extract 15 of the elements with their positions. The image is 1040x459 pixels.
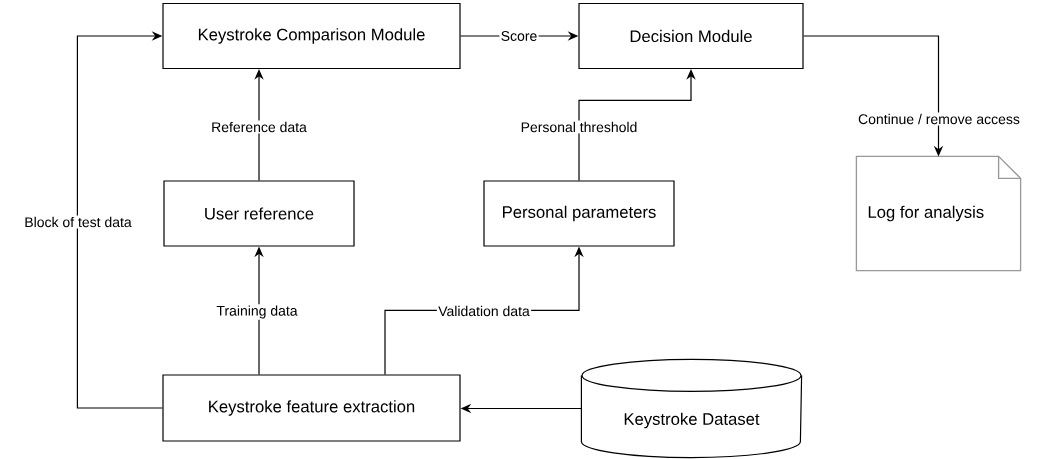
process-box: Keystroke feature extraction <box>162 374 461 442</box>
edge-label: Validation data <box>436 304 532 318</box>
edge-label: Personal threshold <box>519 120 639 134</box>
process-box: Keystroke Comparison Module <box>162 2 461 70</box>
process-box: User reference <box>163 180 355 247</box>
edge-label: Reference data <box>209 120 309 134</box>
edge-label: Continue / remove access <box>856 112 1022 126</box>
arrow <box>76 31 163 409</box>
database-cylinder: Keystroke Dataset <box>580 358 803 459</box>
process-box: Decision Module <box>578 2 804 70</box>
process-box: Personal parameters <box>483 180 675 247</box>
edge-label: Block of test data <box>23 215 134 229</box>
edge-label: Training data <box>215 304 299 320</box>
edge-label: Score <box>499 29 539 43</box>
node-label: Keystroke Dataset <box>624 412 760 429</box>
